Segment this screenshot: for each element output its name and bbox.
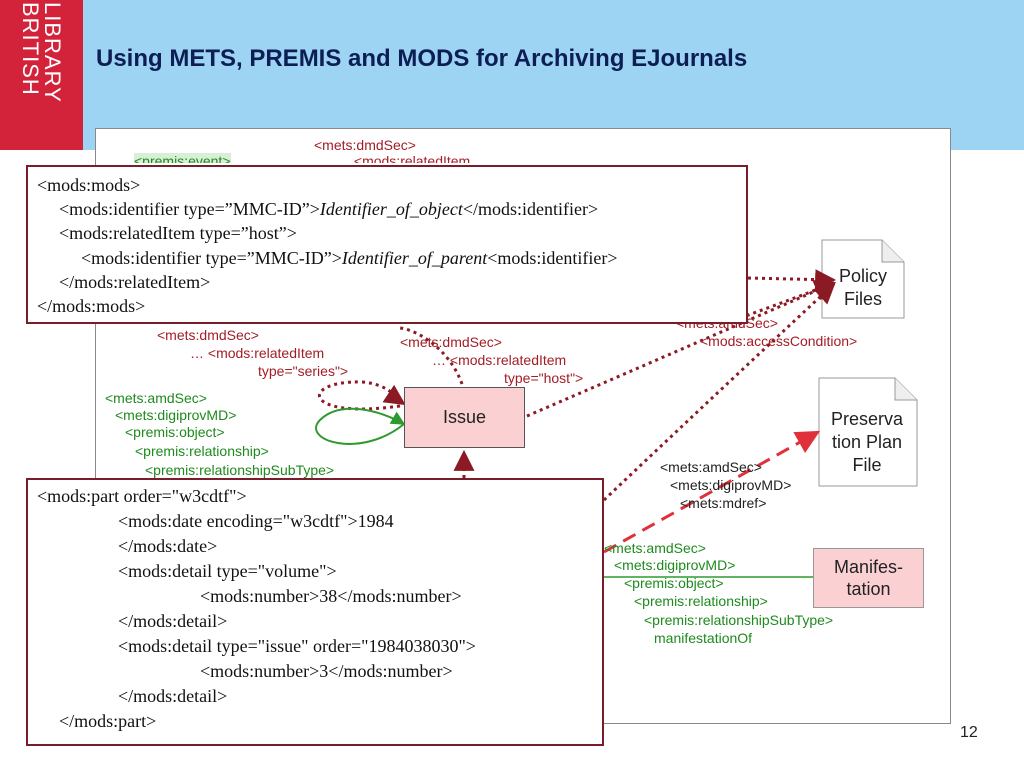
part-line-4: <mods:detail type="volume"> <box>118 561 337 581</box>
label-top-dmdsec: <mets:dmdSec> <box>314 137 416 153</box>
label-issue-digiprov: <mets:digiprovMD> <box>115 407 237 423</box>
mods-line-4-identifier: Identifier_of_parent <box>341 248 488 268</box>
mods-line-2-start: <mods:identifier type=”MMC-ID”> <box>59 199 320 219</box>
label-manif-subtype: <premis:relationshipSubType> <box>644 612 834 628</box>
mods-code-box: <mods:mods> <mods:identifier type=”MMC-I… <box>26 165 748 324</box>
policy-line1: Policy <box>838 266 887 286</box>
mods-line-4: <mods:identifier type=”MMC-ID”>Identifie… <box>81 248 618 269</box>
arrow-issue-host <box>399 326 464 385</box>
label-manif-object: <premis:object> <box>624 575 724 591</box>
preservation-line2: tion Plan <box>831 432 903 452</box>
label-plan-digiprov: <mets:digiprovMD> <box>670 477 792 493</box>
part-line-3: </mods:date> <box>118 536 218 556</box>
mods-line-3: <mods:relatedItem type=”host”> <box>59 223 297 243</box>
label-top-premis-event: <premis:event> <box>134 153 231 163</box>
part-line-7: <mods:detail type="issue" order="1984038… <box>118 636 476 656</box>
label-host-related: … <mods:relatedItem <box>432 352 567 368</box>
arrow-box-to-policy <box>747 269 837 291</box>
preservation-line1: Preserva <box>830 409 904 429</box>
label-manif-digiprov: <mets:digiprovMD> <box>614 557 736 573</box>
part-line-2: <mods:date encoding="w3cdtf">1984 <box>118 511 394 531</box>
policy-files-fold <box>881 240 904 263</box>
label-series-related: … <mods:relatedItem <box>190 345 325 361</box>
label-issue-object: <premis:object> <box>125 424 225 440</box>
preservation-plan-fold <box>894 378 917 401</box>
label-plan-amdsec: <mets:amdSec> <box>660 459 762 475</box>
issue-node: Issue <box>404 387 525 448</box>
policy-files-label: Policy Files <box>826 265 900 311</box>
label-manif-relationship: <premis:relationship> <box>634 593 768 609</box>
manifestation-line1: Manifes- <box>833 557 904 577</box>
preservation-plan-label: Preserva tion Plan File <box>820 408 914 477</box>
label-host-dmdsec: <mets:dmdSec> <box>400 334 502 350</box>
header-band <box>0 0 1024 150</box>
label-issue-subtype: <premis:relationshipSubType> <box>145 462 335 478</box>
preservation-line3: File <box>852 455 882 475</box>
arrow-lower-to-policy <box>739 280 836 320</box>
page-number: 12 <box>960 724 978 741</box>
label-manif-amdsec: <mets:amdSec> <box>604 540 706 556</box>
mods-line-4-end: <mods:identifier> <box>487 248 618 268</box>
mods-line-5: </mods:relatedItem> <box>59 272 211 292</box>
part-line-8: <mods:number>3</mods:number> <box>200 661 453 681</box>
mods-line-2-end: </mods:identifier> <box>462 199 599 219</box>
manifestation-node: Manifes- tation <box>813 548 924 608</box>
label-host-type: type="host"> <box>504 370 584 386</box>
mods-part-code-box: <mods:part order="w3cdtf"> <mods:date en… <box>26 478 604 746</box>
part-line-1: <mods:part order="w3cdtf"> <box>37 486 247 506</box>
mods-line-6: </mods:mods> <box>37 296 146 316</box>
part-line-5: <mods:number>38</mods:number> <box>200 586 462 606</box>
british-library-logo: LIBRARY BRITISH <box>0 0 83 150</box>
label-policy-access: <mods:accessCondition> <box>700 333 858 349</box>
mods-line-2: <mods:identifier type=”MMC-ID”>Identifie… <box>59 199 598 220</box>
mods-line-4-start: <mods:identifier type=”MMC-ID”> <box>81 248 342 268</box>
label-manif-of: manifestationOf <box>654 630 753 646</box>
part-line-9: </mods:detail> <box>118 686 228 706</box>
arrow-issue-self-loop <box>315 407 406 445</box>
policy-line2: Files <box>843 289 882 309</box>
mods-line-1: <mods:mods> <box>37 175 141 195</box>
label-series-type: type="series"> <box>258 363 349 379</box>
part-line-10: </mods:part> <box>59 711 157 731</box>
part-line-6: </mods:detail> <box>118 611 228 631</box>
label-top-related: … <mods:relatedItem <box>336 153 471 163</box>
label-issue-amdsec: <mets:amdSec> <box>105 390 207 406</box>
mods-line-2-identifier: Identifier_of_object <box>319 199 463 219</box>
arrow-issue-series <box>318 380 406 411</box>
arrow-part-to-policy <box>602 282 836 502</box>
label-series-dmdsec: <mets:dmdSec> <box>157 327 259 343</box>
arrow-issue-to-policy <box>526 280 836 418</box>
label-plan-mdref: <mets:mdref> <box>680 495 767 511</box>
manifestation-line2: tation <box>846 579 891 599</box>
preservation-plan-document <box>818 377 918 487</box>
label-issue-relationship: <premis:relationship> <box>135 443 269 459</box>
slide-title: Using METS, PREMIS and MODS for Archivin… <box>96 45 748 72</box>
arrow-to-preservation-plan <box>603 430 821 554</box>
